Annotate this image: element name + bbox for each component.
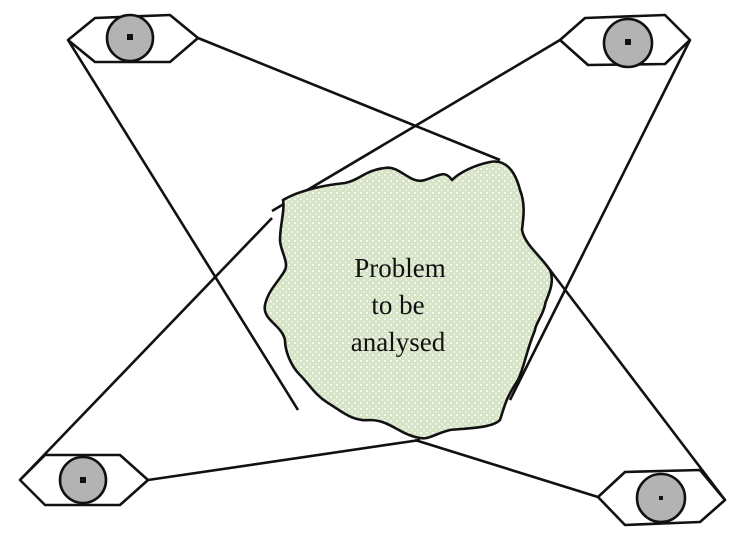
eye-icon bbox=[66, 13, 200, 64]
eye-pupil bbox=[625, 39, 631, 45]
problem-blob bbox=[263, 160, 554, 440]
problem-label: Problem to be analysed bbox=[351, 253, 446, 357]
eye-icon bbox=[558, 13, 692, 69]
eye-pupil bbox=[80, 477, 86, 483]
eye-bottom-left bbox=[18, 453, 150, 507]
sight-line bbox=[414, 438, 599, 499]
sight-line bbox=[508, 39, 692, 401]
sight-line bbox=[19, 217, 273, 481]
sight-line bbox=[271, 38, 561, 213]
eye-top-right bbox=[558, 13, 692, 69]
sight-line bbox=[197, 36, 501, 162]
eye-top-left bbox=[66, 13, 200, 64]
eye-icon bbox=[596, 468, 727, 527]
sight-lines bbox=[19, 36, 727, 501]
sight-line bbox=[147, 438, 421, 482]
problem-label-line-3: analysed bbox=[351, 327, 446, 357]
eye-icon bbox=[18, 453, 150, 507]
eye-pupil bbox=[659, 496, 663, 500]
problem-label-line-2: to be bbox=[371, 290, 424, 320]
sight-line bbox=[66, 39, 300, 411]
problem-label-line-1: Problem bbox=[354, 253, 446, 283]
eye-bottom-right bbox=[596, 468, 727, 527]
eye-pupil bbox=[127, 34, 133, 40]
sight-line bbox=[548, 269, 727, 501]
